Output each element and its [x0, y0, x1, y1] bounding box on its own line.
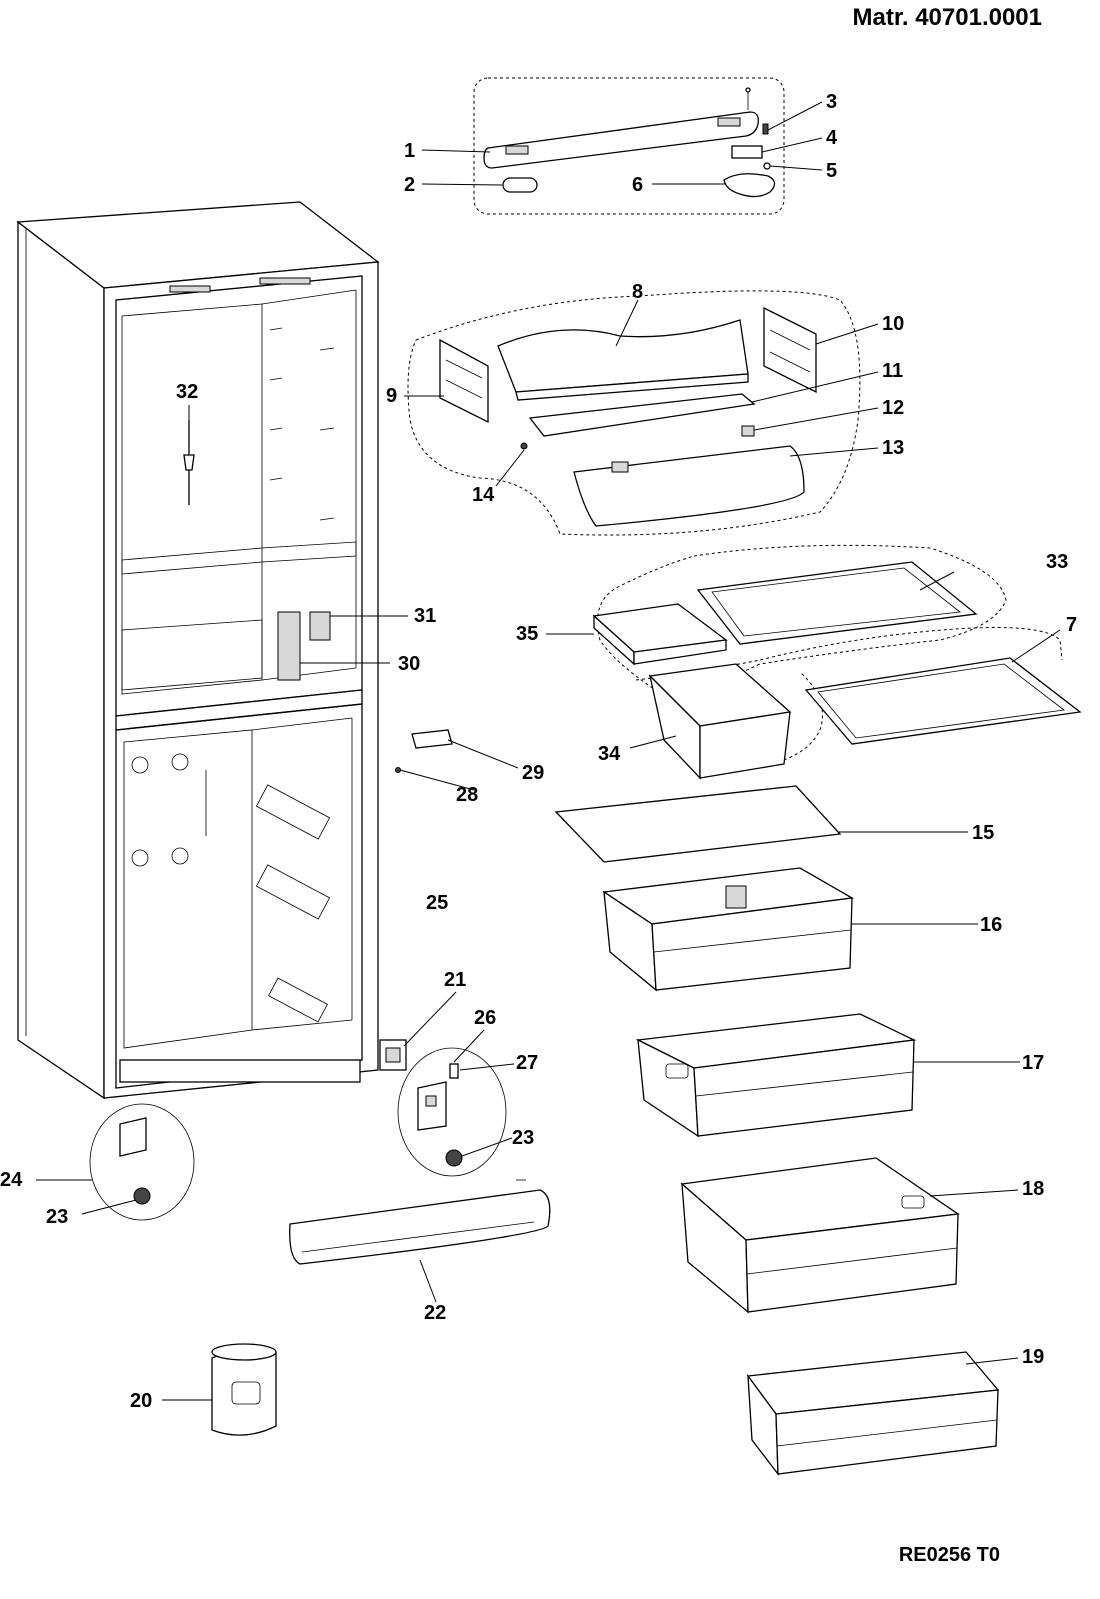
- callout-32: 32: [176, 381, 198, 403]
- callout-28: 28: [456, 784, 478, 806]
- part-16-drawer: [602, 867, 854, 992]
- part-30-filter: [277, 611, 301, 681]
- part-12-clip: [741, 425, 755, 437]
- part-9-bracket-left: [439, 338, 489, 424]
- callout-17: 17: [1022, 1052, 1044, 1074]
- part-34-dairy-box: [648, 663, 792, 780]
- part-2-cap: [502, 177, 538, 193]
- callout-29: 29: [522, 762, 544, 784]
- part-20-container: [211, 1343, 277, 1436]
- callout-6: 6: [632, 174, 643, 196]
- callout-8: 8: [632, 281, 643, 303]
- part-8-tray: [497, 319, 749, 401]
- drawing-reference-code: RE0256 T0: [898, 1544, 1000, 1566]
- callout-18: 18: [1022, 1178, 1044, 1200]
- part-24-foot-bracket: [119, 1117, 147, 1157]
- fridge-cabinet: [16, 201, 380, 1100]
- callout-1: 1: [404, 140, 415, 162]
- callout-30: 30: [398, 653, 420, 675]
- part-10-bracket-right: [763, 306, 817, 394]
- part-21-label-plate: [379, 1039, 407, 1071]
- callout-5: 5: [826, 160, 837, 182]
- callout-23-right: 23: [512, 1127, 534, 1149]
- part-22-kickplate: [289, 1179, 551, 1265]
- callout-26: 26: [474, 1007, 496, 1029]
- callout-34: 34: [598, 743, 621, 765]
- part-14-screw: [520, 442, 528, 450]
- callout-4: 4: [826, 127, 838, 149]
- part-13-door-bin: [573, 445, 805, 527]
- callout-25: 25: [426, 892, 448, 914]
- callout-21: 21: [444, 969, 466, 991]
- part-33-glass-shelf-upper: [696, 561, 978, 645]
- callout-11: 11: [882, 360, 903, 382]
- callout-23-left: 23: [46, 1206, 68, 1228]
- part-19-drawer: [746, 1351, 1000, 1477]
- callout-12: 12: [882, 397, 904, 419]
- callout-7: 7: [1066, 614, 1077, 636]
- part-7-glass-shelf-lower: [804, 657, 1082, 745]
- part-15-crisper-glass: [554, 785, 842, 863]
- part-17-drawer: [635, 1013, 917, 1138]
- material-number: Matr. 40701.0001: [852, 4, 1042, 31]
- callout-33: 33: [1046, 551, 1068, 573]
- part-4-bracket: [731, 145, 763, 159]
- callout-19: 19: [1022, 1346, 1044, 1368]
- part-31-cover: [309, 611, 331, 641]
- part-23-foot-left: [133, 1187, 151, 1205]
- part-11-lid: [528, 393, 756, 437]
- callout-9: 9: [386, 385, 397, 407]
- callout-16: 16: [980, 914, 1002, 936]
- part-32-sensor-probe: [183, 405, 195, 505]
- part-1-handle-bar: [483, 111, 759, 169]
- callout-14: 14: [472, 484, 495, 506]
- callout-2: 2: [404, 174, 415, 196]
- callout-3: 3: [826, 91, 837, 113]
- callout-27: 27: [516, 1052, 538, 1074]
- part-35-chiller-cover: [592, 603, 728, 666]
- callout-15: 15: [972, 822, 994, 844]
- part-29-bracket: [411, 729, 453, 749]
- part-23-foot-right: [445, 1149, 463, 1167]
- callout-20: 20: [130, 1390, 152, 1412]
- callout-24: 24: [0, 1169, 23, 1191]
- callout-10: 10: [882, 313, 904, 335]
- callout-22: 22: [424, 1302, 446, 1324]
- callout-31: 31: [414, 605, 436, 627]
- leader-lines: [36, 101, 1061, 1401]
- part-5-washer: [763, 162, 771, 170]
- callout-35: 35: [516, 623, 538, 645]
- part-18-drawer: [680, 1157, 960, 1314]
- part-27-pin: [449, 1063, 459, 1079]
- part-3-screw: [762, 123, 769, 135]
- part-28-screw: [395, 767, 401, 773]
- part-26-hinge: [417, 1081, 447, 1131]
- callout-13: 13: [882, 437, 904, 459]
- callout-labels: 1 2 3 4 5 6 7 8 9 10 11 12 13 14 15 16 1…: [0, 91, 1077, 1412]
- part-6-hinge-cover: [723, 173, 776, 198]
